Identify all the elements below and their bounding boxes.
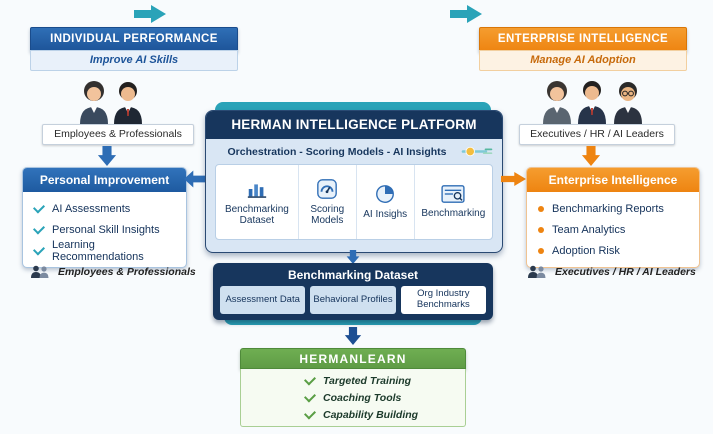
- module-scoring-models: Scoring Models: [299, 165, 357, 239]
- bullet-dot-icon: [538, 247, 544, 254]
- list-item: Targeted Training: [303, 372, 465, 388]
- platform-title: HERMAN INTELLIGENCE PLATFORM: [206, 111, 502, 139]
- list-item-label: Capability Building: [323, 408, 419, 421]
- flow-arrow-right-top-right-icon: [450, 5, 482, 23]
- employees-footer-label: Employees & Professionals: [58, 265, 196, 278]
- check-icon: [32, 242, 46, 256]
- list-item: AI Assessments: [32, 198, 180, 219]
- list-item: Capability Building: [303, 406, 465, 422]
- executives-footer-label: Executives / HR / AI Leaders: [555, 265, 696, 278]
- list-item-label: Learning Recommendations: [52, 238, 144, 263]
- dataset-items: Assessment Data Behavioral Profiles Org …: [213, 286, 493, 314]
- platform-subtitle-row: Orchestration - Scoring Models - AI Insi…: [206, 139, 502, 164]
- list-item: Benchmarking Reports: [538, 198, 693, 219]
- employees-audience-label: Employees & Professionals: [42, 124, 194, 145]
- enterprise-intelligence-panel: Enterprise Intelligence Benchmarking Rep…: [526, 167, 700, 268]
- dataset-item: Org Industry Benchmarks: [400, 286, 486, 314]
- list-item-label: AI Assessments: [52, 202, 131, 215]
- slider-toggle-icon: [461, 146, 493, 157]
- module-ai-insights: AI Insighs: [357, 165, 415, 239]
- module-label: Benchmarking Dataset: [224, 203, 289, 227]
- person-woman-icon: [543, 81, 571, 124]
- executives-audience-label: Executives / HR / AI Leaders: [519, 124, 675, 145]
- flow-arrow-down-bottom-icon: [344, 327, 362, 345]
- dataset-item: Assessment Data: [220, 286, 306, 314]
- herman-intelligence-platform: HERMAN INTELLIGENCE PLATFORM Orchestrati…: [205, 110, 503, 253]
- bullet-dot-icon: [538, 226, 544, 233]
- list-item: Adoption Risk: [538, 240, 693, 261]
- platform-subtitle: Orchestration - Scoring Models - AI Insi…: [227, 145, 447, 158]
- employees-illustration: [80, 81, 142, 124]
- check-icon: [303, 389, 317, 403]
- flow-arrow-down-center-icon: [346, 250, 360, 264]
- flow-arrow-down-left-icon: [97, 146, 117, 166]
- flow-arrow-right-icon: [501, 171, 526, 187]
- pie-chart-icon: [376, 185, 395, 204]
- executives-footer: Executives / HR / AI Leaders: [527, 265, 696, 278]
- dataset-title: Benchmarking Dataset: [287, 268, 419, 282]
- module-label: Benchmarking: [421, 208, 486, 220]
- list-item: Personal Skill Insights: [32, 219, 180, 240]
- list-item-label: Coaching Tools: [323, 391, 402, 404]
- employees-footer: Employees & Professionals: [30, 265, 196, 278]
- person-man-icon: [114, 82, 142, 124]
- bullet-dot-icon: [538, 205, 544, 212]
- list-item-label: Team Analytics: [552, 223, 626, 236]
- check-icon: [32, 200, 46, 214]
- list-item: Coaching Tools: [303, 389, 465, 405]
- list-item-label: Adoption Risk: [552, 244, 620, 257]
- enterprise-intelligence-header: ENTERPRISE INTELLIGENCE: [479, 27, 687, 52]
- individual-performance-subtitle: Improve AI Skills: [30, 50, 238, 71]
- flow-arrow-down-right-icon: [581, 146, 601, 166]
- bar-chart-icon: [247, 183, 267, 198]
- gauge-icon: [317, 178, 338, 199]
- benchmarking-dataset-box: Benchmarking Dataset Assessment Data Beh…: [213, 263, 493, 320]
- flow-arrow-right-top-left-icon: [134, 5, 166, 23]
- executives-illustration: [543, 81, 642, 124]
- list-item: Learning Recommendations: [32, 238, 180, 263]
- list-item-label: Benchmarking Reports: [552, 202, 664, 215]
- personal-improvement-list: AI Assessments Personal Skill Insights L…: [23, 192, 186, 267]
- dataset-item: Behavioral Profiles: [310, 286, 396, 314]
- module-label: AI Insighs: [363, 209, 408, 221]
- enterprise-intelligence-subtitle: Manage AI Adoption: [479, 50, 687, 71]
- check-icon: [32, 221, 46, 235]
- individual-performance-header: INDIVIDUAL PERFORMANCE: [30, 27, 238, 52]
- flow-arrow-left-icon: [184, 170, 206, 188]
- module-benchmarking: Benchmarking: [415, 165, 492, 239]
- table-search-icon: [441, 185, 465, 204]
- person-man-glasses-icon: [614, 82, 642, 124]
- check-icon: [303, 406, 317, 420]
- person-woman-icon: [80, 81, 108, 124]
- list-item: Team Analytics: [538, 219, 693, 240]
- people-icon: [31, 265, 49, 278]
- module-label: Scoring Models: [310, 203, 345, 227]
- personal-improvement-title: Personal Improvement: [23, 168, 186, 192]
- module-benchmarking-dataset: Benchmarking Dataset: [216, 165, 299, 239]
- list-item-label: Personal Skill Insights: [52, 223, 160, 236]
- person-man-icon: [578, 81, 606, 124]
- people-icon: [528, 265, 546, 278]
- personal-improvement-panel: Personal Improvement AI Assessments Pers…: [22, 167, 187, 268]
- check-icon: [303, 372, 317, 386]
- hermanlearn-panel: Targeted Training Coaching Tools Capabil…: [240, 369, 466, 427]
- platform-modules: Benchmarking Dataset Scoring Models AI I…: [215, 164, 493, 240]
- enterprise-intelligence-title: Enterprise Intelligence: [527, 168, 699, 192]
- hermanlearn-title: HERMANLEARN: [240, 348, 466, 369]
- enterprise-intelligence-list: Benchmarking Reports Team Analytics Adop…: [527, 192, 699, 267]
- list-item-label: Targeted Training: [323, 374, 412, 387]
